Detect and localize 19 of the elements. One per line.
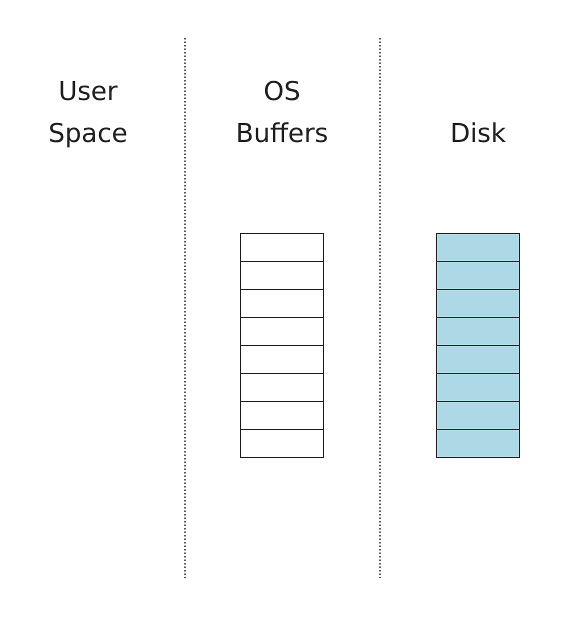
buffer-block [240,345,324,374]
disk-block [436,233,520,262]
disk-block [436,261,520,290]
buffer-block [240,233,324,262]
disk-block [436,289,520,318]
column-heading: Disk [449,118,507,151]
disk-block [436,429,520,458]
buffer-block [240,261,324,290]
buffer-block [240,289,324,318]
buffer-block [240,429,324,458]
column-heading: User Space [47,76,129,151]
buffer-block [240,373,324,402]
buffer-block [240,401,324,430]
disk-block [436,373,520,402]
column-heading: OS Buffers [234,76,330,151]
buffer-block [240,317,324,346]
disk-block [436,401,520,430]
disk-block [436,345,520,374]
disk-block [436,317,520,346]
